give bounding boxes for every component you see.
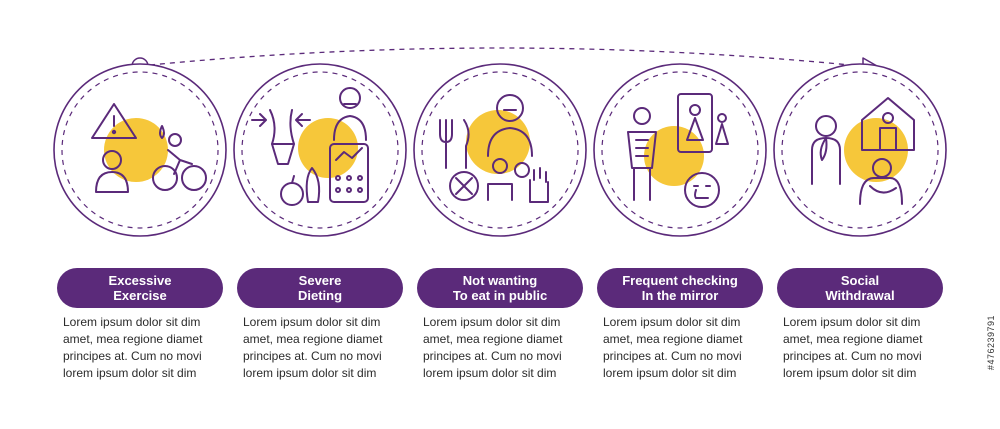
step-circle: [50, 60, 230, 240]
step-circle: [590, 60, 770, 240]
social-withdrawal-icon: [811, 97, 915, 205]
step-label: Frequent checking In the mirror: [597, 268, 763, 308]
step-circle: [230, 60, 410, 240]
step-circle: [410, 60, 590, 240]
step-severe-dieting: Severe Dieting Lorem ipsum dolor sit dim…: [230, 0, 410, 429]
excessive-exercise-icon: [91, 103, 207, 193]
mirror-checking-icon: [627, 93, 729, 208]
step-label: Excessive Exercise: [57, 268, 223, 308]
step-description: Lorem ipsum dolor sit dim amet, mea regi…: [243, 315, 383, 380]
severe-dieting-icon: [251, 87, 369, 206]
stock-id-watermark: #476239791: [986, 315, 996, 371]
not-eating-in-public-icon: [439, 94, 549, 203]
step-frequent-checking-in-the-mirror: Frequent checking In the mirror Lorem ip…: [590, 0, 770, 429]
step-description: Lorem ipsum dolor sit dim amet, mea regi…: [423, 315, 563, 380]
step-description: Lorem ipsum dolor sit dim amet, mea regi…: [603, 315, 743, 380]
step-label: Social Withdrawal: [777, 268, 943, 308]
step-label: Severe Dieting: [237, 268, 403, 308]
step-label: Not wanting To eat in public: [417, 268, 583, 308]
step-description: Lorem ipsum dolor sit dim amet, mea regi…: [783, 315, 923, 380]
step-social-withdrawal: Social Withdrawal Lorem ipsum dolor sit …: [770, 0, 950, 429]
step-circle: [770, 60, 950, 240]
step-excessive-exercise: Excessive Exercise Lorem ipsum dolor sit…: [50, 0, 230, 429]
step-description: Lorem ipsum dolor sit dim amet, mea regi…: [63, 315, 203, 380]
step-not-wanting-to-eat-in-public: Not wanting To eat in public Lorem ipsum…: [410, 0, 590, 429]
